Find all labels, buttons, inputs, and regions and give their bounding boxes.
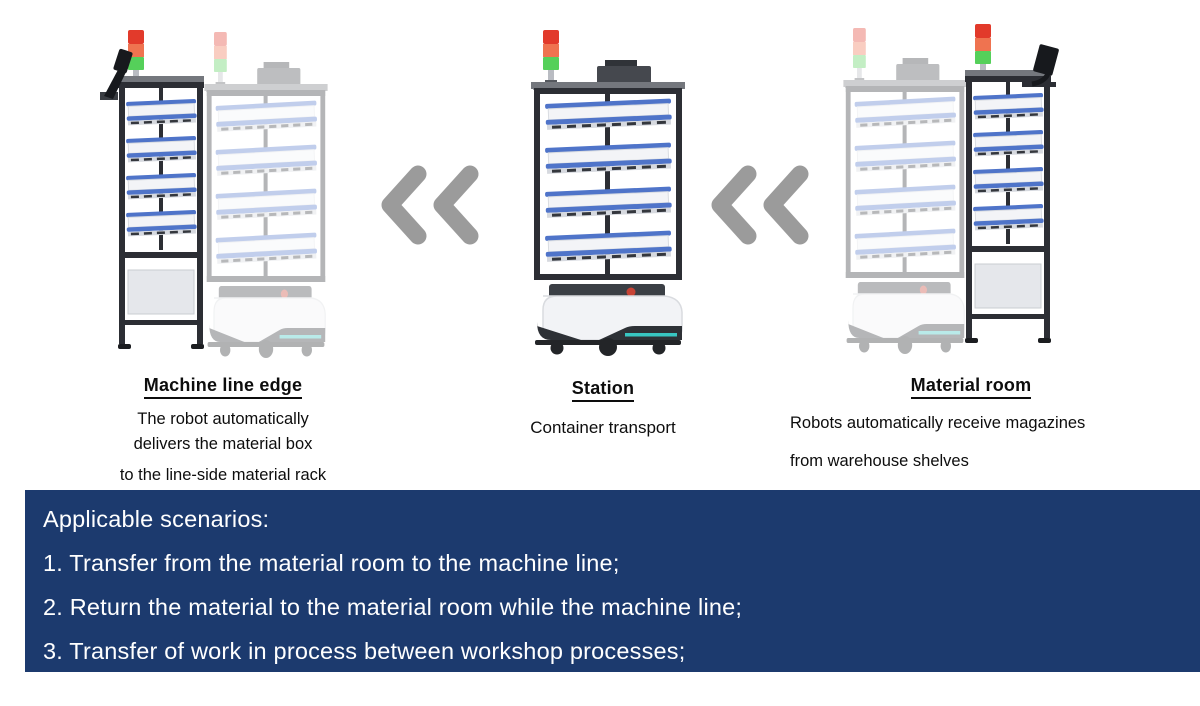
banner-item-1: 1. Transfer from the material room to th…	[43, 550, 620, 576]
material-room-title: Material room	[790, 375, 1152, 399]
station-robot-illustration	[531, 30, 685, 356]
camera-arm-icon	[100, 48, 133, 100]
banner-item-3: 3. Transfer of work in process between w…	[43, 638, 686, 664]
faded-robot-illustration	[204, 32, 327, 358]
station-label: Station Container transport	[513, 378, 693, 440]
material-room-description: Robots automatically receive magazines f…	[790, 414, 1086, 470]
monitor-arm-icon	[1022, 44, 1059, 87]
machine-line-edge-label: Machine line edge The robot automaticall…	[83, 375, 363, 488]
robots-flow-diagram	[100, 0, 1059, 480]
left-double-chevron-icon	[390, 174, 470, 236]
applicable-scenarios-banner: Applicable scenarios: 1. Transfer from t…	[25, 490, 1200, 672]
faded-robot-illustration	[843, 28, 966, 354]
station-description: Container transport	[530, 418, 676, 437]
banner-title: Applicable scenarios:	[43, 506, 270, 532]
machine-line-edge-description: The robot automatically delivers the mat…	[119, 410, 327, 484]
right-double-chevron-icon	[720, 174, 800, 236]
machine-line-edge-illustration	[100, 30, 328, 358]
banner-item-2: 2. Return the material to the material r…	[43, 594, 743, 620]
line-side-rack-illustration	[118, 30, 204, 349]
material-room-illustration	[843, 24, 1059, 354]
material-room-label: Material room Robots automatically recei…	[790, 375, 1152, 480]
station-title: Station	[513, 378, 693, 402]
station-illustration	[531, 30, 685, 356]
machine-line-edge-title: Machine line edge	[83, 375, 363, 399]
